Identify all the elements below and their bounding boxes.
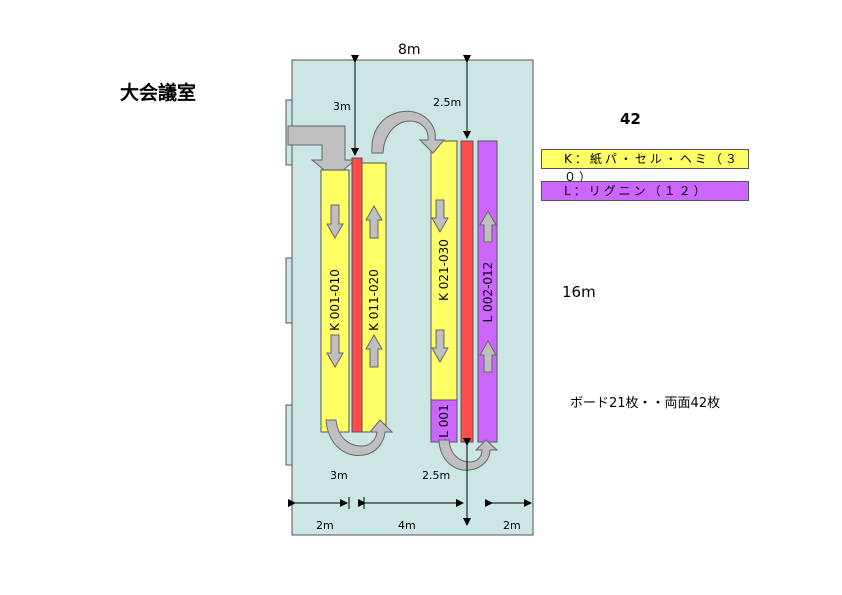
- dim-label-center-span: 4m: [398, 519, 416, 532]
- legend-l: L：リグニン（１２）: [541, 181, 749, 201]
- board-label: K 011-020: [367, 269, 381, 331]
- total-count: 42: [620, 110, 641, 128]
- uturn-arrow-bottom-left: [325, 419, 394, 456]
- room-title: 大会議室: [120, 82, 197, 104]
- room-width-label: 8m: [398, 42, 421, 58]
- board-label: L 001: [437, 404, 451, 438]
- door-tab: [285, 404, 293, 466]
- flow-down-arrow: [431, 199, 449, 234]
- room-length-label: 16m: [562, 283, 596, 301]
- entrance-arrow: [287, 125, 357, 179]
- board-label: K 001-010: [328, 269, 342, 331]
- door-tab: [285, 257, 293, 324]
- flow-up-arrow: [479, 209, 497, 243]
- divider-right: [460, 140, 474, 443]
- dim-label-right-margin: 2m: [503, 519, 521, 532]
- divider-left: [351, 157, 363, 433]
- flow-up-arrow: [365, 204, 383, 239]
- uturn-arrow-bottom-right: [438, 439, 499, 471]
- dim-label-bottom-left: 3m: [330, 469, 348, 482]
- flow-up-arrow: [365, 333, 383, 368]
- flow-down-arrow: [326, 334, 344, 369]
- dim-label-left-margin: 2m: [316, 519, 334, 532]
- board-label: K 021-030: [437, 239, 451, 301]
- uturn-arrow-top: [371, 110, 446, 154]
- board-count-note: ボード21枚・・両面42枚: [570, 396, 721, 411]
- flow-down-arrow: [431, 329, 449, 364]
- flow-up-arrow: [479, 339, 497, 373]
- dim-label-bottom-right: 2.5m: [422, 469, 451, 482]
- board-label: L 002-012: [481, 261, 495, 323]
- board-k-021-030: [430, 140, 458, 401]
- dim-label-top-right: 2.5m: [433, 96, 462, 109]
- flow-down-arrow: [326, 204, 344, 240]
- dim-label-top-left: 3m: [333, 100, 351, 113]
- legend-k: K：紙パ・セル・ヘミ（３０）: [541, 149, 749, 184]
